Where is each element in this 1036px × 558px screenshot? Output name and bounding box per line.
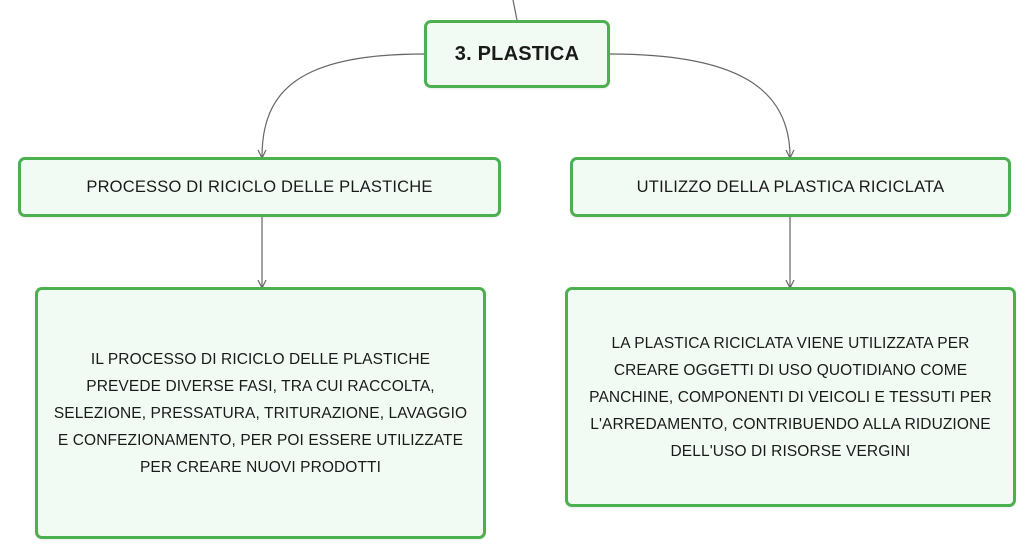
branch-label: PROCESSO DI RICICLO DELLE PLASTICHE: [86, 177, 433, 196]
detail-line: LA PLASTICA RICICLATA VIENE UTILIZZATA P…: [611, 334, 970, 352]
branch-node-recycling-process[interactable]: PROCESSO DI RICICLO DELLE PLASTICHE: [18, 157, 501, 217]
connector-root-left: [261, 53, 425, 158]
detail-text: IL PROCESSO DI RICICLO DELLE PLASTICHE P…: [54, 346, 467, 481]
detail-line: IL PROCESSO DI RICICLO DELLE PLASTICHE: [90, 350, 431, 368]
root-node[interactable]: 3. PLASTICA: [424, 20, 610, 88]
detail-line: PER CREARE NUOVI PRODOTTI: [139, 458, 382, 476]
detail-line: DELL'USO DI RISORSE VERGINI: [670, 442, 911, 460]
detail-node-recycling-process[interactable]: IL PROCESSO DI RICICLO DELLE PLASTICHE P…: [35, 287, 486, 539]
connector-root-right: [609, 53, 791, 158]
detail-text: LA PLASTICA RICICLATA VIENE UTILIZZATA P…: [589, 330, 992, 465]
detail-line: PANCHINE, COMPONENTI DI VEICOLI E TESSUT…: [589, 388, 992, 406]
detail-line: CREARE OGGETTI DI USO QUOTIDIANO COME: [613, 361, 968, 379]
incoming-connector: [512, 0, 518, 21]
detail-line: PREVEDE DIVERSE FASI, TRA CUI RACCOLTA,: [86, 377, 435, 395]
detail-node-recycled-plastic-use[interactable]: LA PLASTICA RICICLATA VIENE UTILIZZATA P…: [565, 287, 1016, 507]
detail-line: E CONFEZIONAMENTO, PER POI ESSERE UTILIZ…: [57, 431, 464, 449]
detail-line: SELEZIONE, PRESSATURA, TRITURAZIONE, LAV…: [53, 404, 468, 422]
branch-label: UTILIZZO DELLA PLASTICA RICICLATA: [636, 177, 945, 196]
branch-node-recycled-plastic-use[interactable]: UTILIZZO DELLA PLASTICA RICICLATA: [570, 157, 1011, 217]
detail-line: L'ARREDAMENTO, CONTRIBUENDO ALLA RIDUZIO…: [590, 415, 991, 433]
root-label: 3. PLASTICA: [454, 42, 580, 65]
